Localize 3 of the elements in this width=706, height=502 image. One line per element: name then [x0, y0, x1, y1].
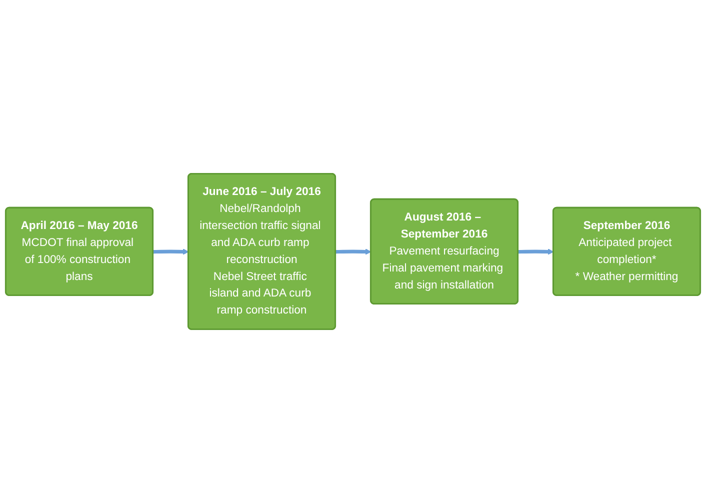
arrow — [336, 248, 372, 254]
arrow — [153, 248, 189, 254]
arrow — [518, 248, 554, 254]
